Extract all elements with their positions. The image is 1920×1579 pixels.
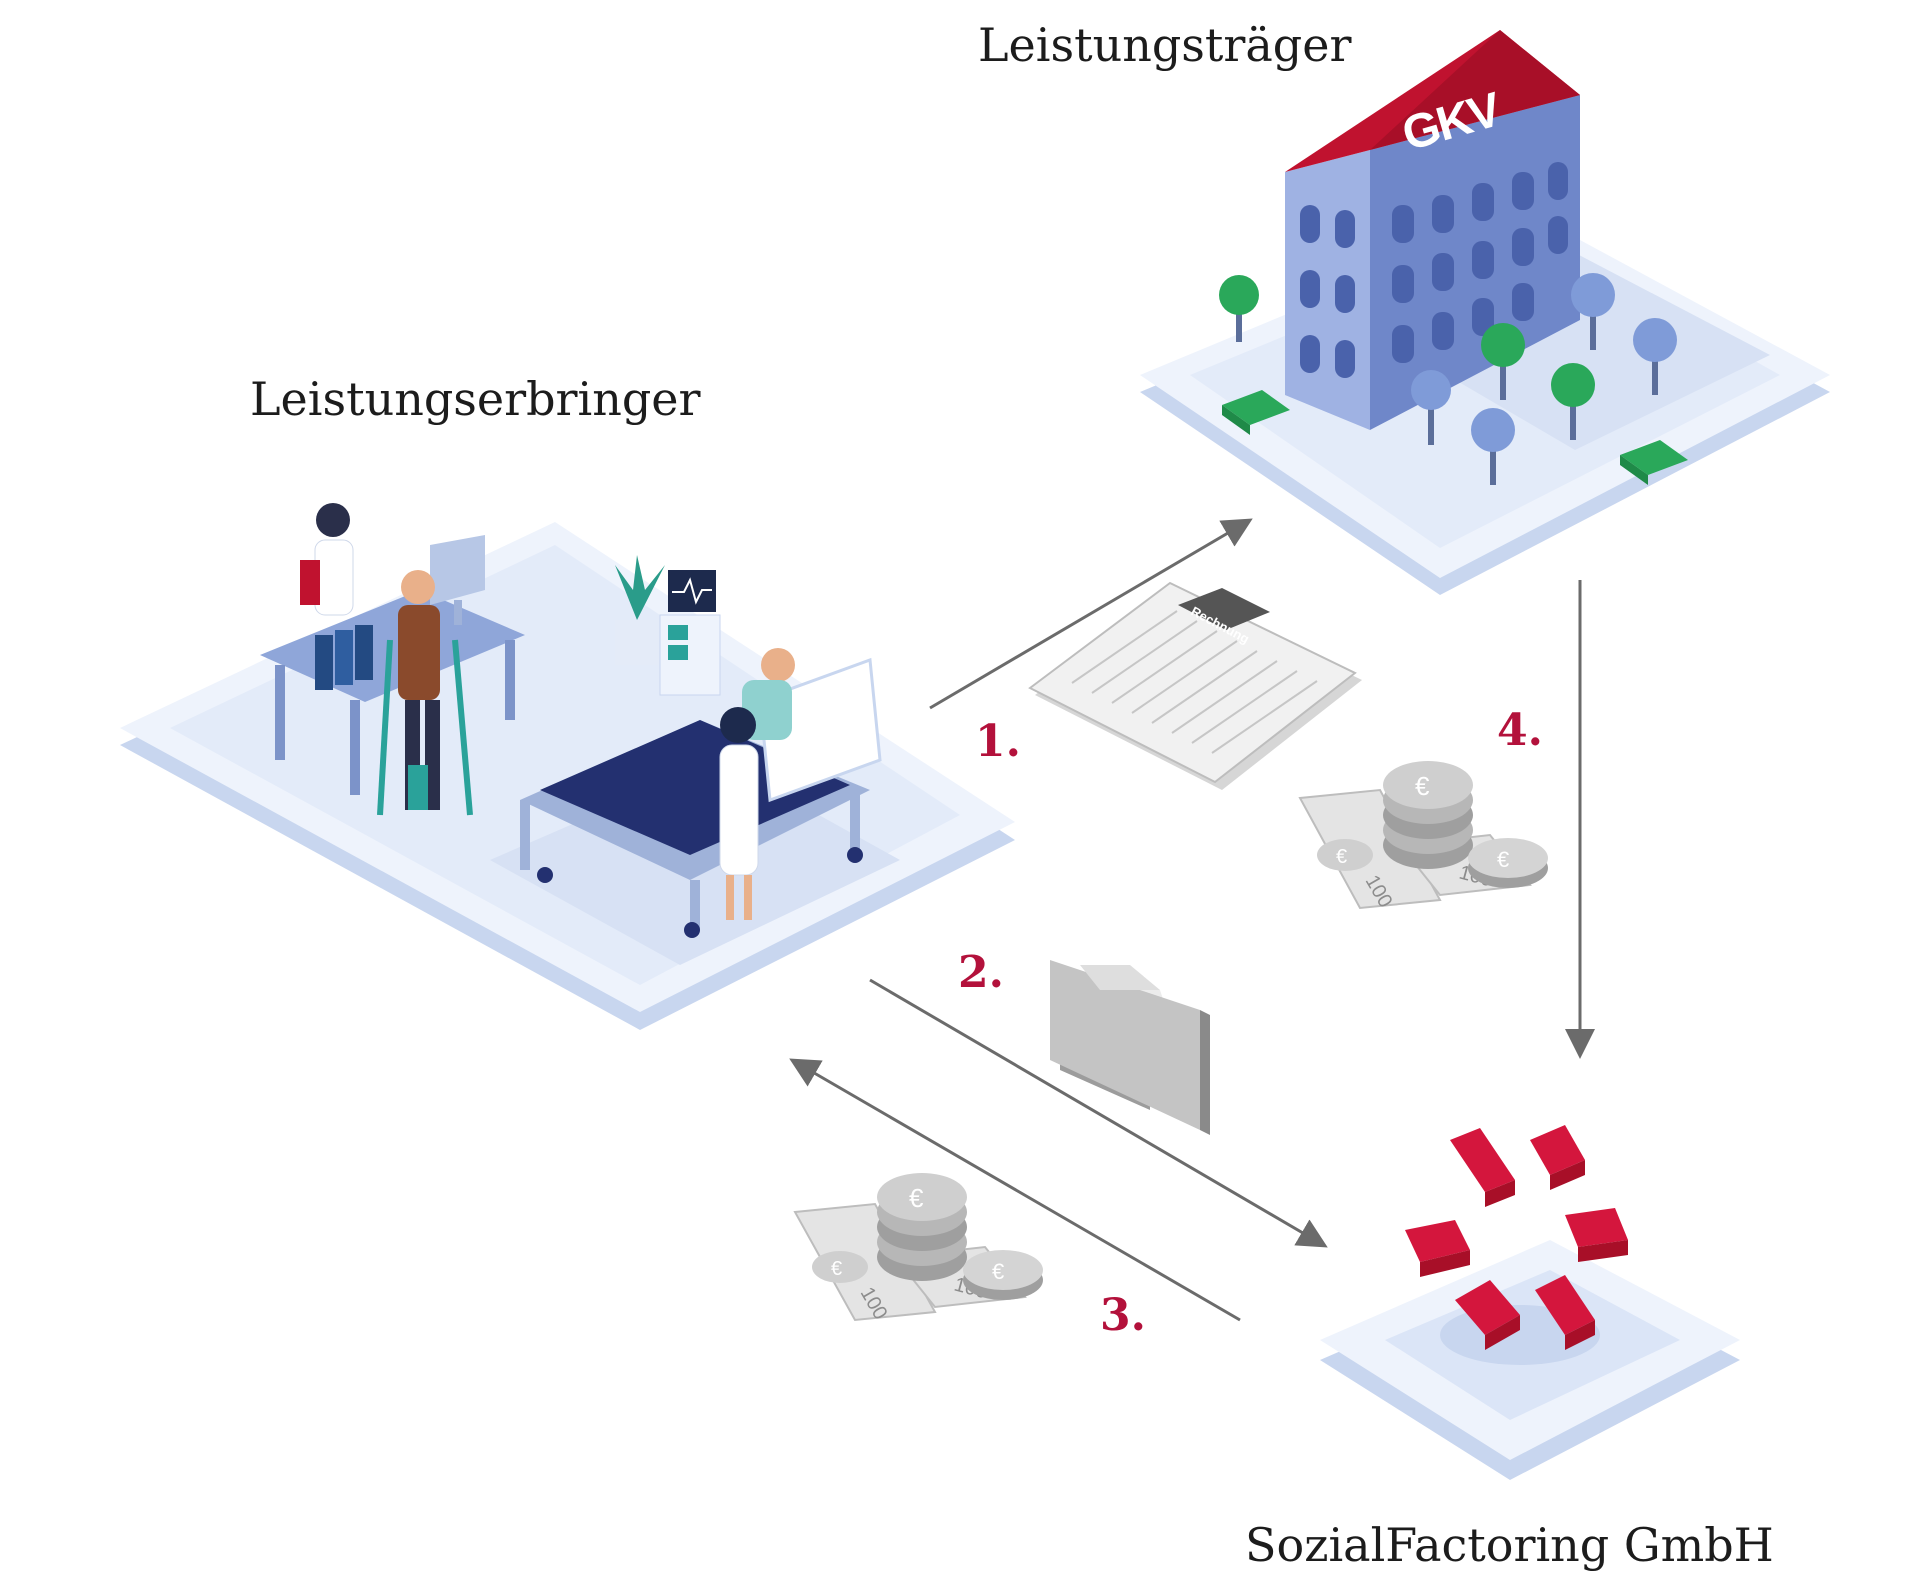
euro-icon: €: [831, 1258, 842, 1280]
factoring-logo-illustration: [1320, 1125, 1740, 1480]
folder-illustration: [1050, 960, 1210, 1135]
hospital-scene-illustration: [120, 503, 1015, 1030]
euro-icon: €: [992, 1259, 1004, 1284]
step-number-2: 2.: [958, 947, 1004, 998]
step-number-4: 4.: [1497, 705, 1543, 756]
euro-icon: €: [909, 1183, 924, 1213]
nurse-figure: [719, 707, 759, 920]
cars-illustration: [1222, 390, 1688, 485]
euro-icon: €: [1497, 847, 1509, 872]
patient-with-crutches-figure: [377, 570, 473, 816]
arrow-step-2: [869, 978, 1328, 1248]
step-number-1: 1.: [975, 716, 1021, 767]
money-stack-illustration-top: 100 100 € € €: [1298, 761, 1548, 911]
money-stack-illustration-bottom: 100 100 € € €: [793, 1173, 1043, 1323]
arrow-step-3: [789, 1058, 1241, 1322]
arrow-step-1: [929, 518, 1253, 710]
plant-illustration: [615, 555, 665, 665]
medical-monitor-illustration: [659, 570, 721, 696]
sozialfactoring-label: SozialFactoring GmbH: [1245, 1518, 1774, 1572]
invoice-document-illustration: Rechnung: [1028, 581, 1362, 790]
leistungstraeger-label: Leistungsträger: [978, 18, 1352, 72]
trees-illustration: [1219, 273, 1677, 485]
step-number-3: 3.: [1100, 1290, 1146, 1341]
euro-icon: €: [1415, 771, 1430, 801]
euro-icon: €: [1336, 846, 1347, 868]
doctor-figure: [300, 503, 354, 616]
insurer-building-illustration: [1140, 30, 1830, 595]
leistungserbringer-label: Leistungserbringer: [250, 372, 701, 426]
